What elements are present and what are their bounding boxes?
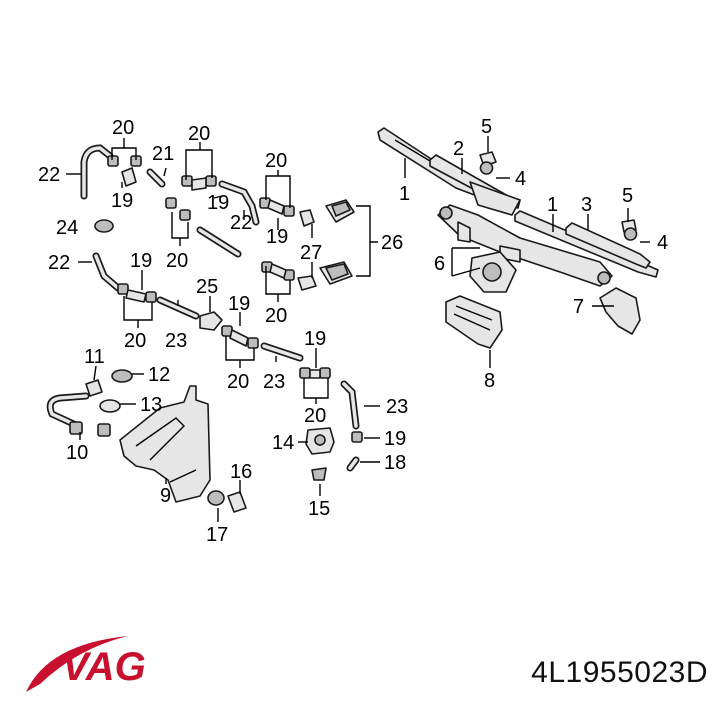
callout-7: 7 xyxy=(573,296,584,318)
callout-22: 22 xyxy=(48,252,70,274)
callout-8: 8 xyxy=(484,370,495,392)
callout-9: 9 xyxy=(160,485,171,507)
callout-4: 4 xyxy=(657,232,668,254)
callout-10: 10 xyxy=(66,442,88,464)
callout-20: 20 xyxy=(304,405,326,427)
vag-swoosh-logo: VAG xyxy=(26,636,146,692)
callout-15: 15 xyxy=(308,498,330,520)
washer-hose-22-mid xyxy=(196,180,260,258)
callout-4: 4 xyxy=(515,168,526,190)
wiper-motor xyxy=(469,251,517,293)
wiper-arm-left xyxy=(429,154,521,216)
callout-12: 12 xyxy=(148,364,170,386)
washer-hose-21 xyxy=(146,168,166,188)
callout-19: 19 xyxy=(228,293,250,315)
callout-19: 19 xyxy=(384,428,406,450)
callout-labels: 1 2 5 4 1 3 5 4 6 7 8 20 22 19 21 20 19 … xyxy=(38,116,668,546)
callout-25: 25 xyxy=(196,276,218,298)
wiper-linkage-frame xyxy=(437,204,613,287)
washer-pump-14 xyxy=(305,427,335,455)
washer-jets-26 xyxy=(319,199,355,285)
pump-grommet-15 xyxy=(311,467,327,481)
callout-20: 20 xyxy=(265,150,287,172)
callout-20: 20 xyxy=(265,305,287,327)
callout-1: 1 xyxy=(399,183,410,205)
callout-20: 20 xyxy=(124,330,146,352)
washer-hose-22-left xyxy=(92,252,122,292)
hose-connectors xyxy=(107,155,331,379)
callout-6: 6 xyxy=(434,253,445,275)
callout-19: 19 xyxy=(111,190,133,212)
wiper-arm-right xyxy=(565,222,651,269)
callout-23: 23 xyxy=(165,330,187,352)
callout-19: 19 xyxy=(207,192,229,214)
callout-17: 17 xyxy=(206,524,228,546)
callout-20: 20 xyxy=(166,250,188,272)
callout-5: 5 xyxy=(481,116,492,138)
callout-18: 18 xyxy=(384,452,406,474)
washer-hose-22-top xyxy=(80,144,114,200)
callout-19: 19 xyxy=(130,250,152,272)
clamp-12 xyxy=(111,369,133,383)
check-valve-25 xyxy=(199,311,223,331)
callout-13: 13 xyxy=(140,394,162,416)
arm-cap xyxy=(479,151,638,241)
callout-22: 22 xyxy=(38,164,60,186)
washer-fluid-reservoir xyxy=(119,385,211,503)
callout-19: 19 xyxy=(304,328,326,350)
callout-20: 20 xyxy=(227,371,249,393)
part-number: 4L1955023D xyxy=(531,656,708,689)
callout-19: 19 xyxy=(266,226,288,248)
callout-24: 24 xyxy=(56,217,78,239)
callout-16: 16 xyxy=(230,461,252,483)
callout-20: 20 xyxy=(188,123,210,145)
jet-fittings-27 xyxy=(297,209,317,291)
strainer-13 xyxy=(99,399,121,413)
cowl-cover xyxy=(445,295,503,349)
washer-hose-23 xyxy=(156,296,360,430)
wiper-blade-right xyxy=(514,210,659,278)
callout-27: 27 xyxy=(300,242,322,264)
callout-14: 14 xyxy=(272,432,294,454)
hose-18 xyxy=(346,456,360,472)
callout-5: 5 xyxy=(622,185,633,207)
level-sensor-16 xyxy=(227,491,247,513)
callout-20: 20 xyxy=(112,117,134,139)
cap-11 xyxy=(85,379,103,397)
leader-lines xyxy=(66,136,650,522)
filler-neck-hose-10 xyxy=(46,392,111,437)
callout-1: 1 xyxy=(547,194,558,216)
grommet-24 xyxy=(94,219,114,233)
callout-22: 22 xyxy=(230,212,252,234)
wiper-bracket xyxy=(599,287,641,335)
callout-2: 2 xyxy=(453,138,464,160)
callout-21: 21 xyxy=(152,143,174,165)
logo-text: VAG xyxy=(62,645,146,689)
callout-11: 11 xyxy=(84,346,105,368)
sensor-grommet-17 xyxy=(207,490,225,506)
callout-23: 23 xyxy=(386,396,408,418)
callout-3: 3 xyxy=(581,194,592,216)
connector-19-pump xyxy=(351,431,363,443)
callout-23: 23 xyxy=(263,371,285,393)
callout-26: 26 xyxy=(381,232,403,254)
